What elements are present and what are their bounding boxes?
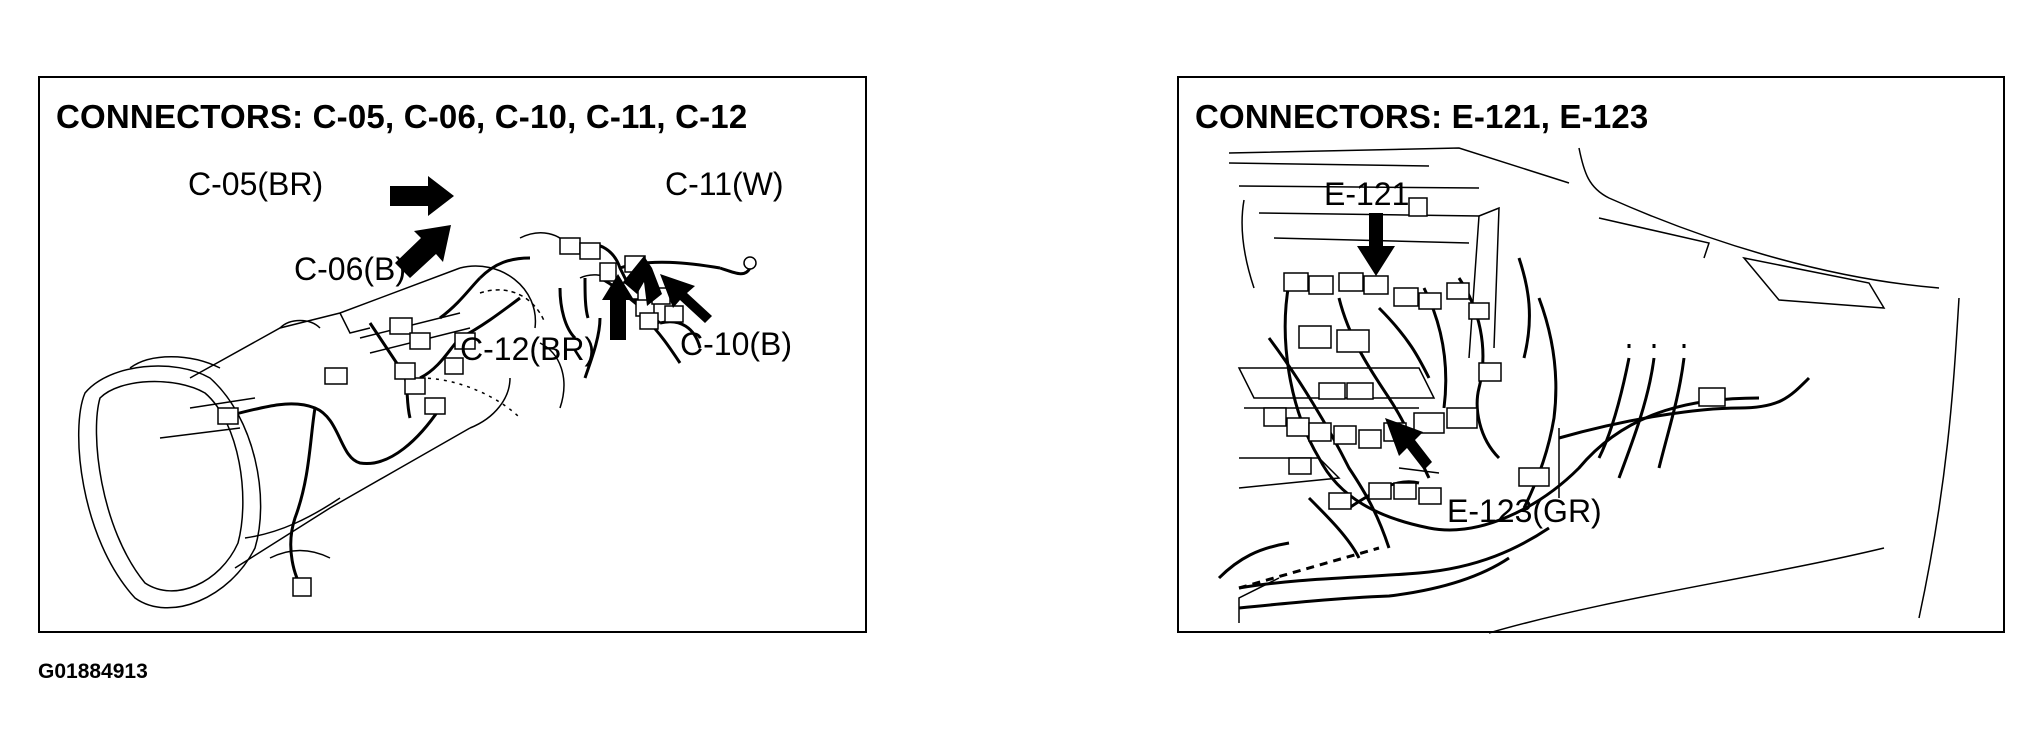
- diagram-panel-transmission: CONNECTORS: C-05, C-06, C-10, C-11, C-12: [38, 76, 867, 633]
- callout-c11: C-11(W): [665, 166, 784, 202]
- callout-c05: C-05(BR): [188, 166, 324, 202]
- panel-title: CONNECTORS: C-05, C-06, C-10, C-11, C-12: [56, 98, 748, 135]
- callout-c06: C-06(B): [294, 251, 407, 287]
- transmission-illustration: [78, 176, 757, 609]
- panel-title: CONNECTORS: E-121, E-123: [1195, 98, 1649, 135]
- figure-id: G01884913: [38, 660, 148, 683]
- callout-c12: C-12(BR): [460, 331, 596, 367]
- callout-c10: C-10(B): [680, 326, 793, 362]
- diagram-panel-dashboard: CONNECTORS: E-121, E-123: [1177, 76, 2005, 634]
- callout-e123: E-123(GR): [1447, 493, 1602, 529]
- callout-e121: E-121: [1324, 176, 1410, 212]
- dashboard-illustration: [1217, 147, 1960, 634]
